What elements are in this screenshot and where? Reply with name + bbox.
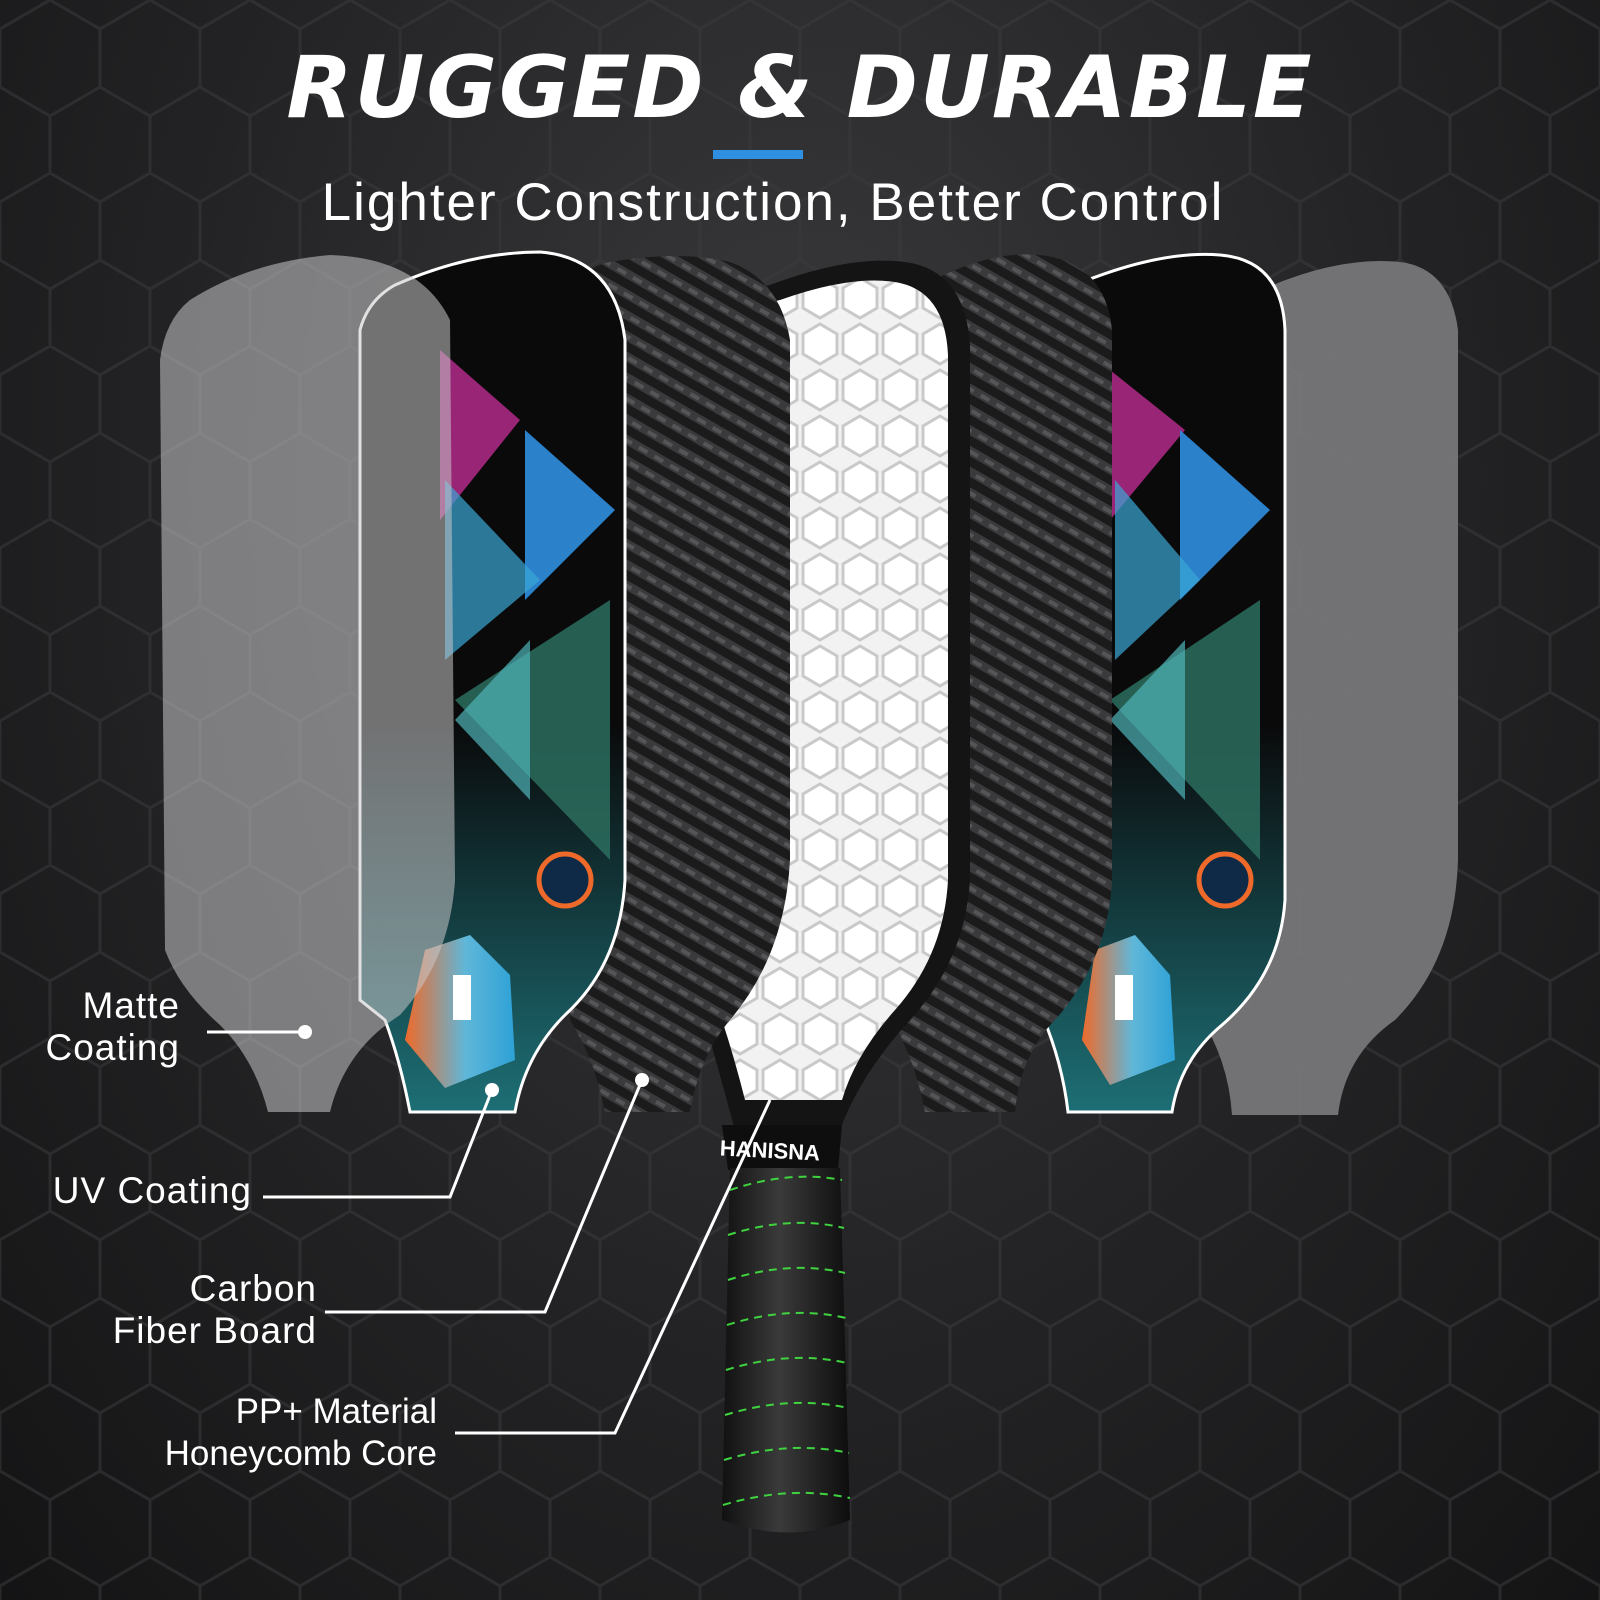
paddle-handle: HANISNA <box>719 1125 851 1533</box>
carbon-fiber-leader <box>325 1079 644 1314</box>
label-matte-coating-line2: Coating <box>45 1027 180 1068</box>
label-carbon-fiber-line1: Carbon <box>189 1268 317 1309</box>
handle-brand-text: HANISNA <box>719 1135 821 1165</box>
label-honeycomb-core: PP+ Material Honeycomb Core <box>165 1391 437 1475</box>
label-uv-coating: UV Coating <box>52 1170 252 1211</box>
headline-title: RUGGED & DURABLE <box>286 38 1314 138</box>
label-carbon-fiber-line2: Fiber Board <box>112 1310 317 1351</box>
matte-coating-layer-left <box>160 255 455 1112</box>
label-honeycomb-core-line1: PP+ Material <box>235 1392 437 1431</box>
label-honeycomb-core-line2: Honeycomb Core <box>164 1434 437 1473</box>
uv-coating-dot <box>485 1083 499 1097</box>
hanisna-logo-mark <box>453 975 471 1020</box>
leader-lines <box>207 1025 772 1435</box>
label-matte-coating: Matte Coating <box>45 985 180 1069</box>
label-carbon-fiber-board: Carbon Fiber Board <box>113 1268 317 1352</box>
carbon-fiber-badge <box>536 851 594 909</box>
carbon-fiber-dot <box>635 1073 649 1087</box>
headline-subtitle: Lighter Construction, Better Control <box>321 173 1225 232</box>
label-matte-coating-line1: Matte <box>82 985 180 1026</box>
uv-coating-leader <box>263 1089 494 1199</box>
grip-stitching <box>722 1175 851 1506</box>
honeycomb-core-leader <box>455 1099 772 1435</box>
matte-coating-dot <box>298 1025 312 1039</box>
title-accent-bar <box>713 150 803 159</box>
